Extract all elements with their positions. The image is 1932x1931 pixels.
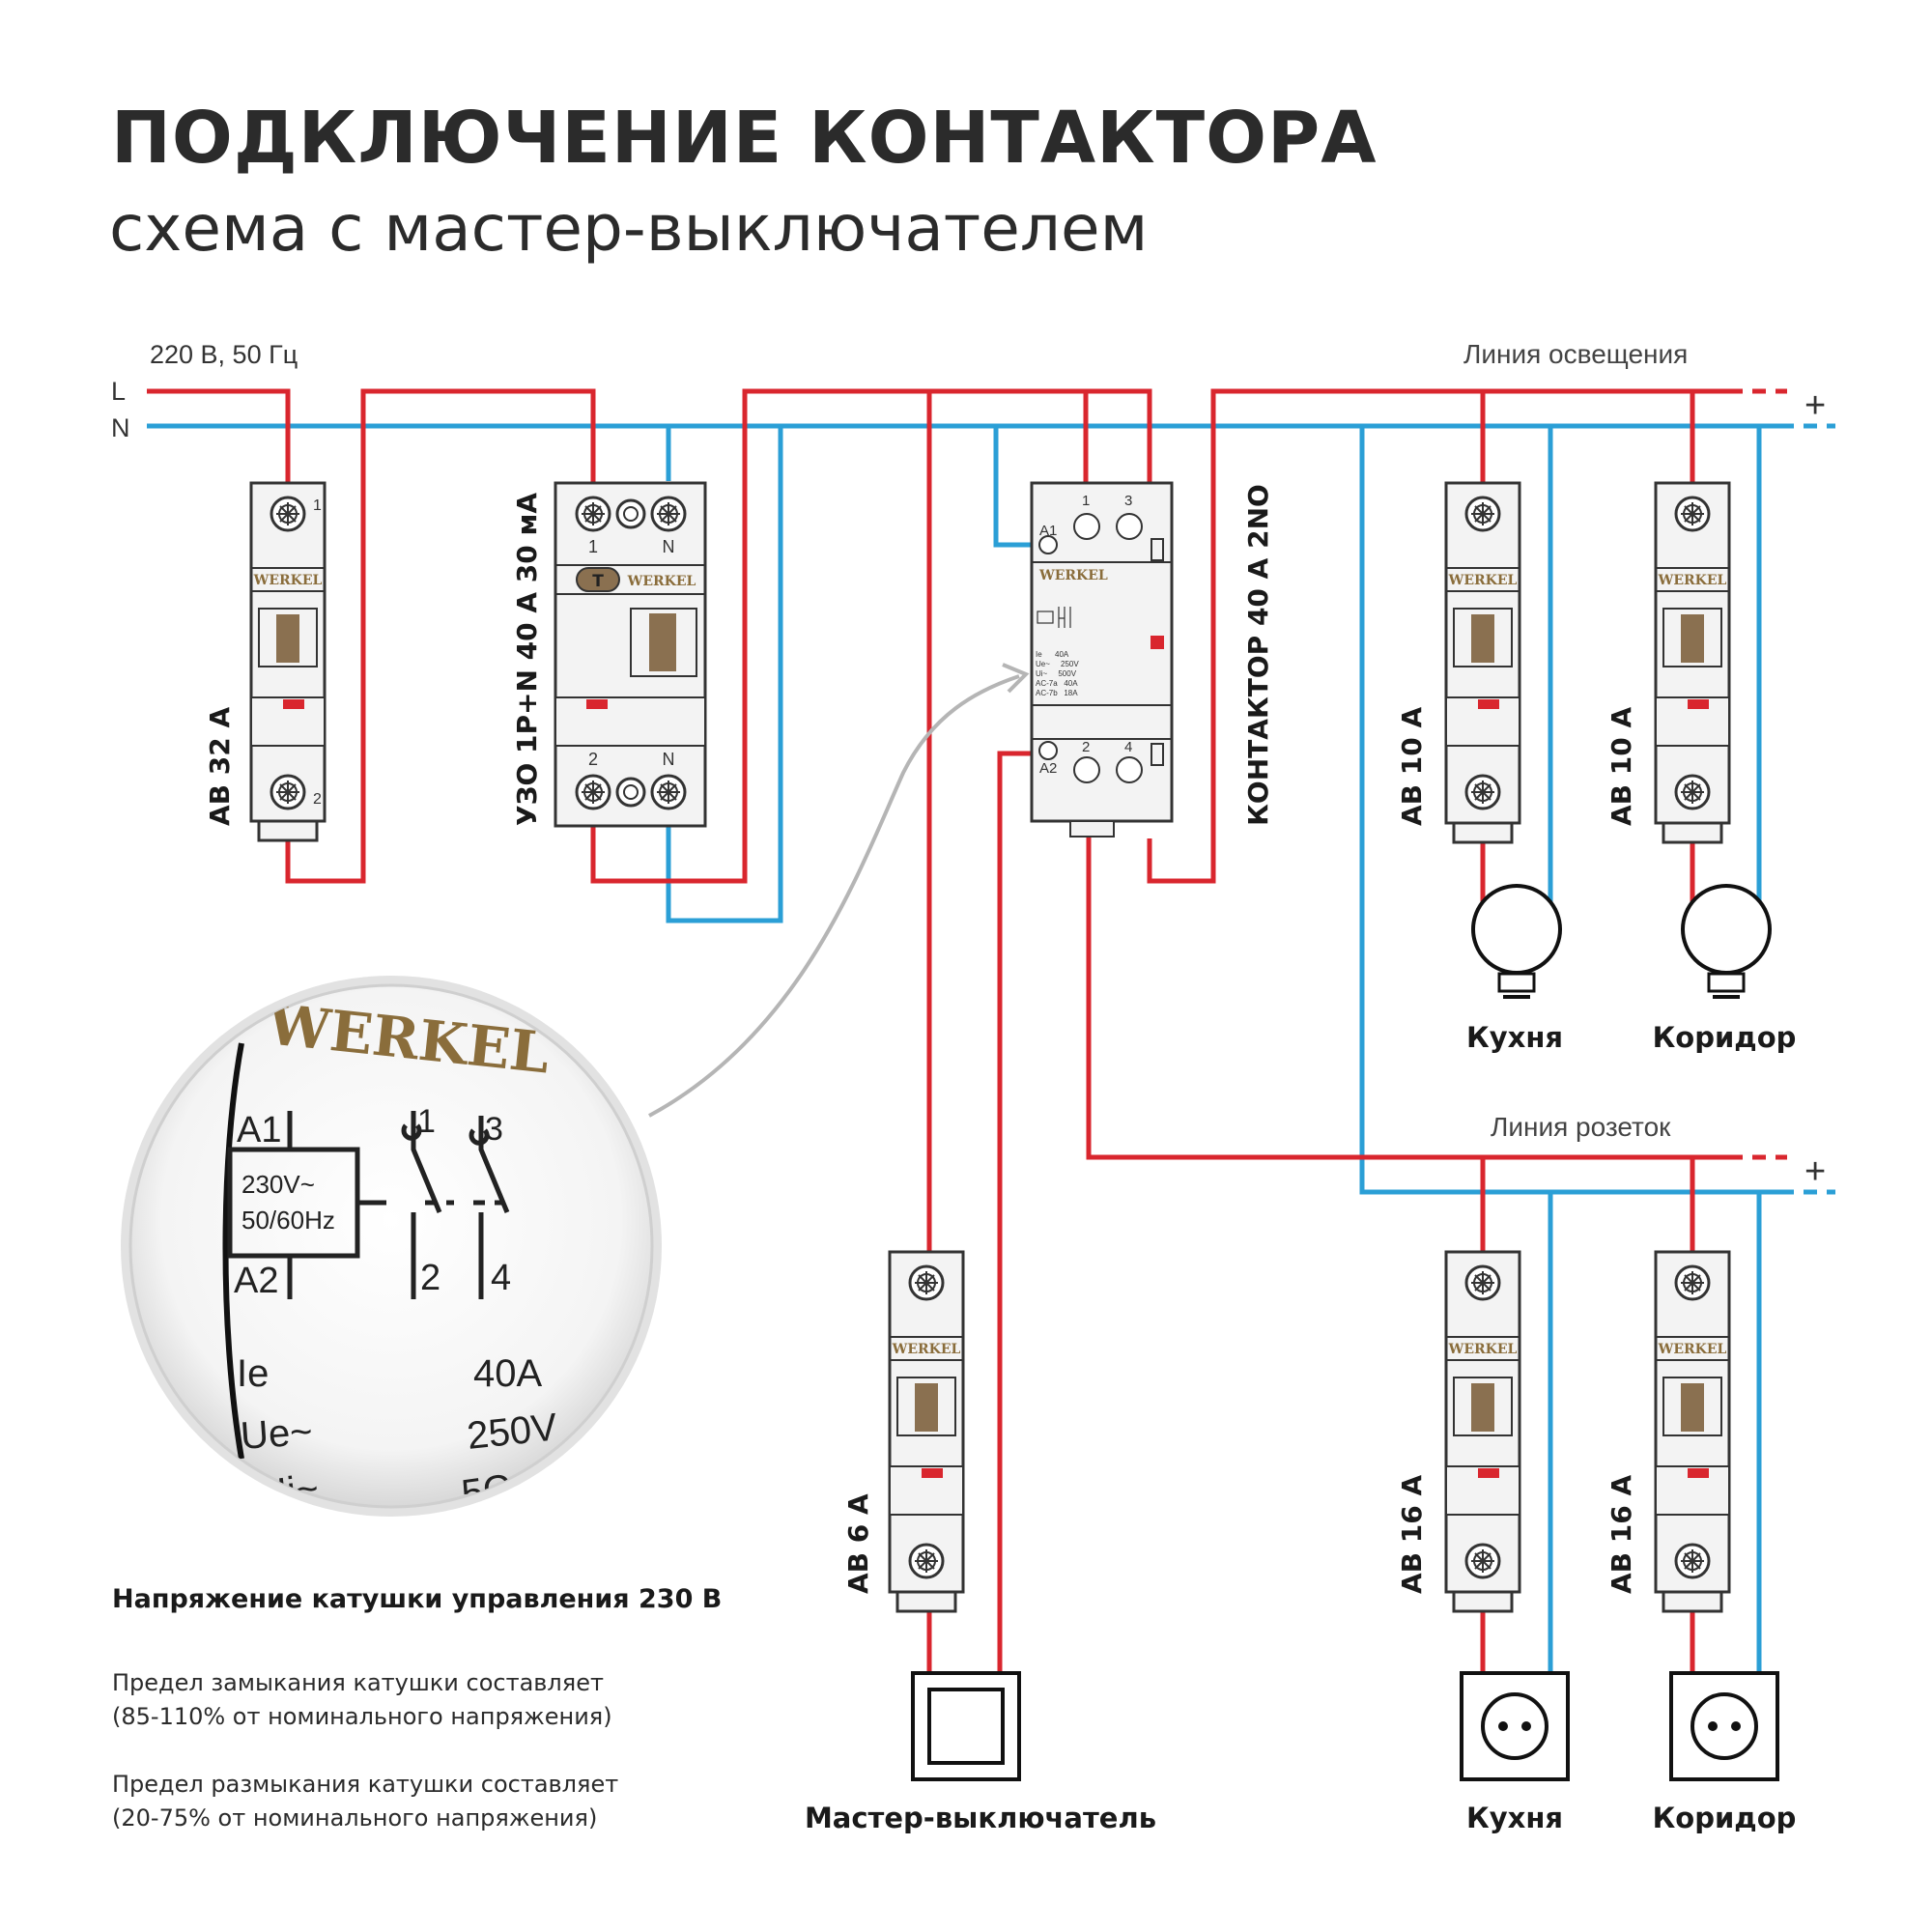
lamp-corridor — [1681, 884, 1772, 999]
light-breaker-corridor[interactable]: WERKEL — [1654, 481, 1731, 844]
master-breaker[interactable]: WERKEL — [888, 1250, 965, 1613]
rcd-term-1: 1 — [588, 537, 598, 556]
contactor-device[interactable]: A1 1 3 A2 2 4 WERKEL Ie 40A Ue~ 250V Ui~… — [1030, 481, 1174, 838]
main-breaker[interactable]: WERKEL 1 2 — [249, 481, 327, 842]
contactor-term-a2: A2 — [1039, 760, 1057, 777]
page-subtitle: схема с мастер-выключателем — [109, 191, 1149, 266]
zoom-n3: 3 — [485, 1111, 503, 1148]
sockets-neutral-drop — [1359, 426, 1780, 1195]
supply-voltage: 220 В, 50 Гц — [150, 340, 298, 369]
socket-breaker-kitchen-label: АВ 16 А — [1396, 1475, 1428, 1594]
sockets-plus: + — [1804, 1151, 1826, 1192]
socket-breaker-corridor-brand: WERKEL — [1658, 1342, 1727, 1357]
socket-breaker-corridor[interactable]: WERKEL — [1654, 1250, 1731, 1613]
zoom-lens: WERKEL A1 1 3 A2 2 4 230V~ 50/60Hz Ie 40… — [121, 976, 662, 1517]
contactor-spec-4: AC-7a 40A — [1036, 679, 1078, 688]
zoom-n4: 4 — [491, 1258, 511, 1298]
zoom-ue-value: 250V — [465, 1406, 559, 1458]
main-breaker-term2: 2 — [313, 791, 322, 808]
master-return — [997, 751, 1048, 1673]
zoom-n1: 1 — [417, 1103, 436, 1140]
main-breaker-brand: WERKEL — [253, 573, 323, 588]
contactor-term-4: 4 — [1124, 739, 1132, 755]
contactor-term-2: 2 — [1082, 739, 1090, 755]
open-limit-line-2: (20-75% от номинального напряжения) — [112, 1804, 598, 1832]
socket-breaker-kitchen[interactable]: WERKEL — [1444, 1250, 1521, 1613]
main-breaker-out — [285, 388, 596, 884]
socket-corridor — [1669, 1671, 1779, 1781]
neutral-label: N — [111, 413, 130, 442]
zoom-pointer-arrowhead — [1002, 663, 1030, 694]
master-breaker-label: АВ 6 А — [842, 1493, 874, 1594]
lighting-line-label: Линия освещения — [1463, 339, 1688, 369]
zoom-ie-value: 40A — [473, 1352, 542, 1395]
main-breaker-term1: 1 — [313, 497, 322, 514]
sockets-line — [1086, 831, 1729, 1160]
socket-breaker-corridor-label: АВ 16 А — [1605, 1475, 1637, 1594]
light-breaker-kitchen-label: АВ 10 А — [1396, 707, 1428, 826]
lamp-kitchen-label: Кухня — [1466, 1021, 1563, 1054]
contactor-brand: WERKEL — [1038, 568, 1108, 583]
socket-kitchen — [1460, 1671, 1570, 1781]
coil-voltage-heading: Напряжение катушки управления 230 В — [112, 1584, 723, 1614]
zoom-pointer-arrow — [648, 674, 1020, 1118]
socket-kitchen-label: Кухня — [1466, 1802, 1563, 1834]
rcd-term-n-top: N — [663, 537, 675, 556]
close-limit-line-2: (85-110% от номинального напряжения) — [112, 1703, 612, 1730]
zoom-n2: 2 — [420, 1258, 440, 1298]
open-limit-line-1: Предел размыкания катушки составляет — [112, 1771, 619, 1798]
light-breaker-kitchen-brand: WERKEL — [1448, 573, 1518, 588]
rcd-device[interactable]: T WERKEL 1 N 2 N — [554, 481, 707, 828]
lighting-line — [1147, 388, 1729, 884]
phase-wires — [147, 388, 1787, 1673]
close-limit-line-1: Предел замыкания катушки составляет — [112, 1669, 604, 1696]
master-switch[interactable] — [911, 1671, 1021, 1781]
zoom-coil-voltage: 230V~ — [242, 1170, 315, 1199]
contactor-label: КОНТАКТОР 40 А 2NO — [1242, 484, 1274, 826]
phase-label: L — [111, 377, 126, 406]
light-breaker-kitchen[interactable]: WERKEL — [1444, 481, 1521, 844]
master-switch-label: Мастер-выключатель — [805, 1802, 1156, 1834]
rcd-term-2: 2 — [588, 750, 598, 769]
contactor-term-a1: A1 — [1039, 523, 1057, 539]
contactor-mini-schematic — [1037, 607, 1071, 628]
sockets-line-label: Линия розеток — [1491, 1112, 1671, 1142]
light-breaker-corridor-brand: WERKEL — [1658, 573, 1727, 588]
open-limit-note: Предел размыкания катушки составляет (20… — [112, 1768, 788, 1835]
neutral-wires — [147, 423, 1835, 1673]
socket-breaker-kitchen-brand: WERKEL — [1448, 1342, 1518, 1357]
rcd-term-n-bottom: N — [663, 750, 675, 769]
zoom-a1: A1 — [237, 1110, 281, 1150]
contactor-term-1: 1 — [1082, 493, 1090, 509]
contactor-term-3: 3 — [1124, 493, 1132, 509]
zoom-ue-label: Ue~ — [240, 1410, 314, 1458]
rcd-brand: WERKEL — [627, 574, 696, 589]
contactor-spec-1: Ie 40A — [1036, 650, 1069, 659]
page-title: ПОДКЛЮЧЕНИЕ КОНТАКТОРА — [111, 97, 1378, 180]
contactor-spec-5: AC-7b 18A — [1036, 689, 1078, 697]
zoom-a2: A2 — [234, 1261, 278, 1301]
master-breaker-brand: WERKEL — [892, 1342, 961, 1357]
lamp-corridor-label: Коридор — [1653, 1021, 1797, 1054]
lamp-kitchen — [1471, 884, 1562, 999]
zoom-ie-label: Ie — [237, 1352, 269, 1395]
contactor-spec-2: Ue~ 250V — [1036, 660, 1079, 668]
light-breaker-corridor-label: АВ 10 А — [1605, 707, 1637, 826]
rcd-l-out — [590, 388, 1152, 884]
main-breaker-label: АВ 32 А — [204, 707, 236, 826]
phase-in — [147, 388, 291, 483]
rcd-test-button[interactable]: T — [592, 572, 604, 591]
rcd-n-out — [666, 426, 783, 923]
lighting-plus: + — [1804, 385, 1826, 426]
rcd-label: УЗО 1P+N 40 А 30 мА — [511, 493, 543, 826]
contactor-spec-3: Ui~ 500V — [1036, 669, 1077, 678]
close-limit-note: Предел замыкания катушки составляет (85-… — [112, 1666, 788, 1734]
zoom-coil-frequency: 50/60Hz — [242, 1206, 335, 1235]
socket-corridor-label: Коридор — [1653, 1802, 1797, 1834]
